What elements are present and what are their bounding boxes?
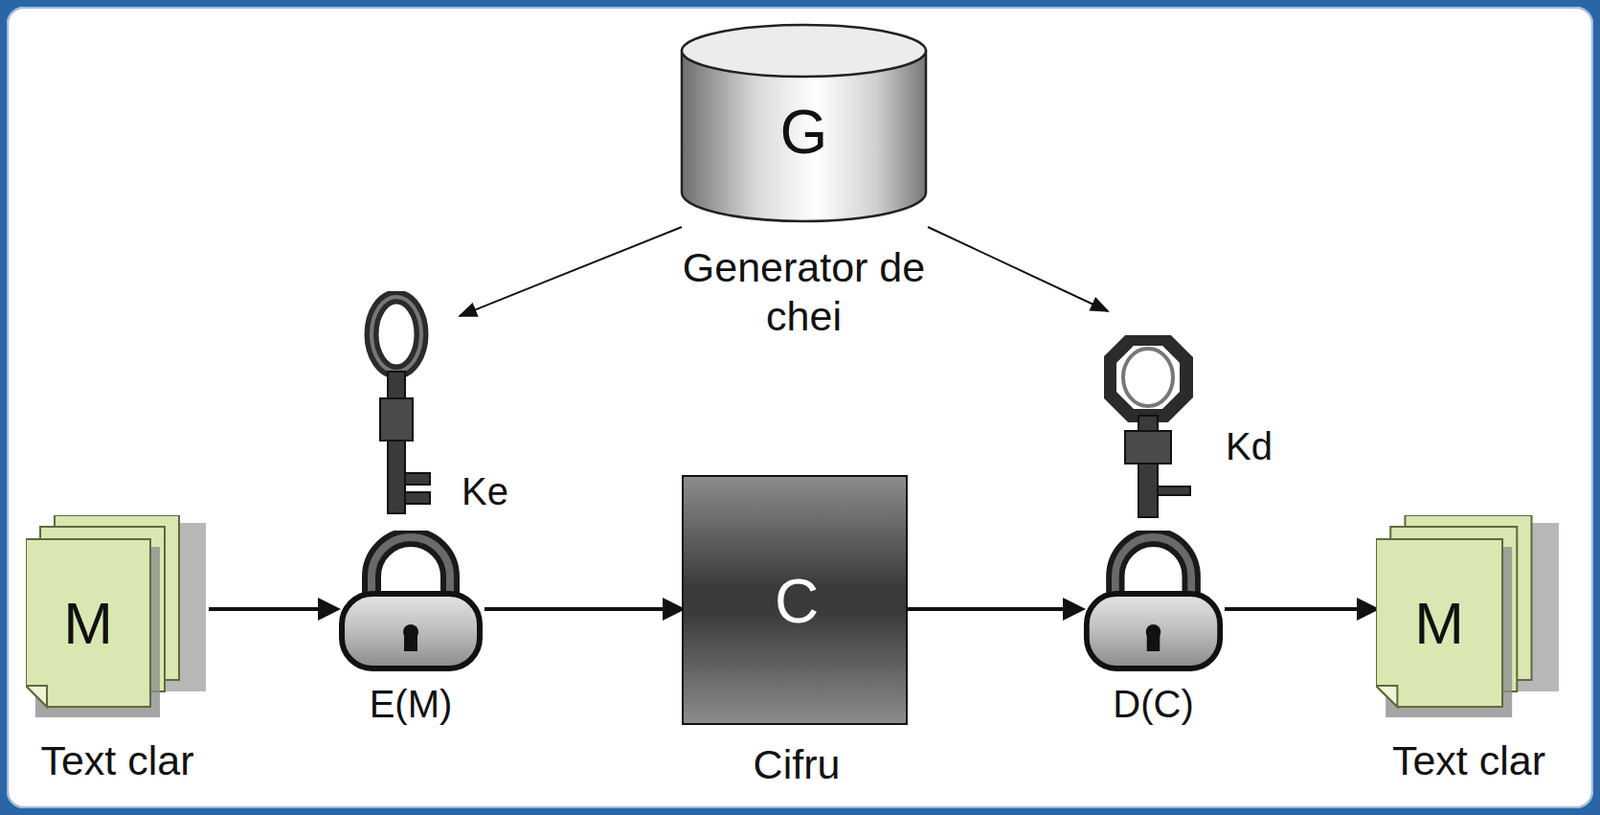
decryption-key: Kd: [1104, 335, 1199, 520]
shape-label: Kd: [1225, 424, 1273, 469]
decryption-lock: D(C): [1081, 530, 1225, 674]
shape-label: Generator de chei: [651, 243, 958, 340]
encryption-key: Ke: [361, 291, 439, 516]
document-stack: [1375, 515, 1562, 720]
encryption-lock: E(M): [337, 530, 485, 674]
shape-label: Text clar: [1392, 737, 1546, 785]
plaintext-document: MText clar: [25, 515, 209, 720]
ciphertext-box: CCifru: [681, 474, 908, 725]
flow-arrow: [484, 607, 682, 611]
shape-label: E(M): [369, 681, 453, 726]
shape-label: Cifru: [753, 741, 841, 789]
shape-letter: G: [780, 97, 829, 169]
shape-label: Text clar: [40, 737, 194, 785]
key-generator: GGenerator de chei: [678, 22, 929, 225]
shape-label: D(C): [1112, 681, 1194, 726]
shape-label: Ke: [461, 469, 509, 514]
flow-arrow: [1224, 607, 1376, 611]
shape-letter: M: [63, 588, 113, 657]
flow-arrow: [208, 607, 338, 611]
key-icon: [361, 291, 439, 516]
plaintext-document: MText clar: [1375, 515, 1562, 720]
key-icon: [1104, 335, 1199, 520]
document-stack: [25, 515, 209, 720]
padlock-icon: [1081, 530, 1225, 674]
flow-arrow: [459, 226, 682, 316]
shape-letter: C: [774, 566, 819, 638]
flow-arrow: [907, 607, 1082, 611]
padlock-icon: [337, 530, 485, 674]
shape-letter: M: [1414, 588, 1465, 657]
flow-arrow: [927, 226, 1108, 312]
